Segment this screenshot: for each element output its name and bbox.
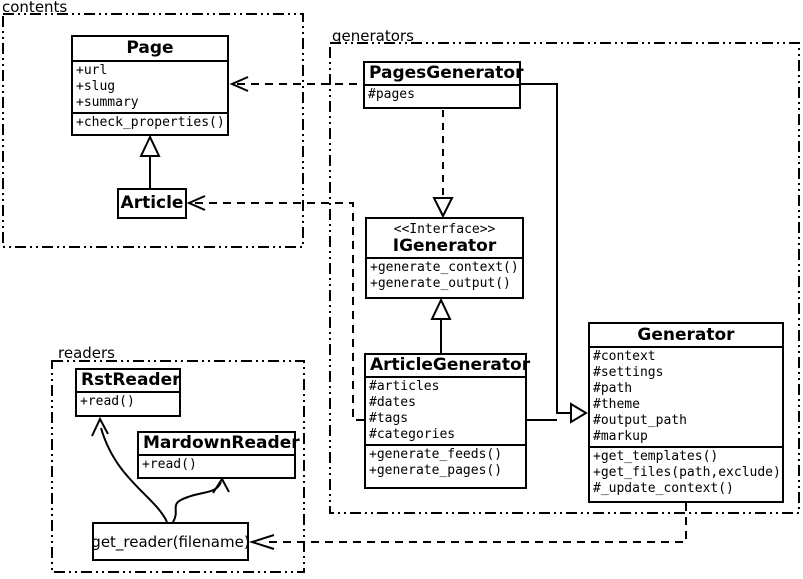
class-article-title: Article — [120, 193, 184, 213]
attribute: +url — [76, 63, 108, 78]
class-mardownreader-title: MardownReader — [143, 433, 300, 453]
function-get-reader-label: get_reader(filename) — [91, 532, 250, 551]
class-generator-attributes: #context #settings #path #theme #output_… — [590, 346, 782, 446]
dependency-articlegenerator-to-article — [194, 202, 364, 421]
flow-getreader-to-mardownreader — [172, 481, 222, 523]
package-label-readers: readers — [58, 344, 115, 362]
method: +generate_context() — [370, 260, 519, 275]
class-generator-methods: +get_templates() +get_files(path,exclude… — [590, 446, 782, 498]
method: +get_files(path,exclude) — [593, 465, 781, 480]
method: +generate_output() — [370, 276, 511, 291]
function-get-reader: get_reader(filename) — [91, 522, 250, 561]
class-articlegenerator-attributes: #articles #dates #tags #categories — [366, 376, 525, 444]
class-generator-title: Generator — [637, 325, 735, 345]
class-mardownreader: MardownReader +read() — [137, 431, 300, 479]
class-page: Page +url +slug +summary +check_properti… — [71, 35, 229, 136]
method: +read() — [80, 394, 135, 409]
generalization-triangle-igenerator — [430, 297, 452, 320]
realization-triangle-igenerator — [432, 197, 454, 219]
package-border-generators — [329, 42, 800, 514]
class-articlegenerator-title: ArticleGenerator — [370, 355, 531, 375]
package-border-readers — [51, 360, 305, 573]
class-pagesgenerator-attributes: #pages — [365, 84, 519, 104]
attribute: #settings — [593, 365, 664, 380]
class-pagesgenerator: PagesGenerator #pages — [363, 61, 524, 109]
class-igenerator: <<Interface>> IGenerator +generate_conte… — [365, 217, 524, 299]
class-page-attributes: +url +slug +summary — [73, 60, 227, 112]
attribute: #dates — [369, 395, 416, 410]
class-page-title: Page — [126, 38, 174, 58]
class-igenerator-title: IGenerator — [392, 236, 497, 256]
class-pagesgenerator-title: PagesGenerator — [369, 63, 524, 83]
class-articlegenerator: ArticleGenerator #articles #dates #tags … — [364, 353, 531, 489]
method: +check_properties() — [76, 115, 225, 130]
attribute: #theme — [593, 397, 640, 412]
class-generator: Generator #context #settings #path #them… — [588, 322, 784, 503]
package-label-contents: contents — [2, 0, 68, 16]
class-rstreader-title: RstReader — [81, 370, 181, 390]
attribute: #output_path — [593, 413, 687, 428]
dependency-generator-to-getreader — [263, 503, 687, 543]
package-label-generators: generators — [332, 27, 414, 45]
class-mardownreader-methods: +read() — [139, 454, 294, 474]
arrowhead-article — [186, 195, 206, 211]
class-article: Article — [117, 188, 187, 219]
method: +get_templates() — [593, 449, 719, 464]
attribute: #tags — [369, 411, 409, 426]
attribute: #path — [593, 381, 633, 396]
attribute: #categories — [369, 427, 456, 442]
generalization-triangle-page — [139, 134, 161, 157]
arrowhead-mardownreader — [212, 477, 230, 494]
generalization-triangle-generator — [570, 402, 588, 424]
class-rstreader-methods: +read() — [77, 391, 179, 411]
attribute: +summary — [76, 95, 139, 110]
package-border-contents — [2, 13, 304, 248]
method: #_update_context() — [593, 481, 734, 496]
method: +read() — [142, 457, 197, 472]
attribute: #markup — [593, 429, 648, 444]
arrowhead-getreader — [248, 534, 275, 550]
attribute: #context — [593, 349, 656, 364]
attribute: #articles — [369, 379, 440, 394]
class-page-methods: +check_properties() — [73, 112, 227, 132]
arrowhead-page — [229, 76, 249, 92]
flow-getreader-to-rstreader — [100, 427, 168, 523]
method: +generate_pages() — [369, 463, 503, 478]
class-articlegenerator-methods: +generate_feeds() +generate_pages() — [366, 444, 525, 480]
class-rstreader: RstReader +read() — [75, 368, 181, 417]
class-igenerator-stereotype: <<Interface>> — [393, 222, 496, 237]
attribute: #pages — [368, 87, 415, 102]
generalization-pagesgenerator-to-generator — [521, 83, 571, 414]
attribute: +slug — [76, 79, 116, 94]
arrowhead-rstreader — [91, 416, 109, 437]
class-igenerator-methods: +generate_context() +generate_output() — [367, 257, 522, 293]
method: +generate_feeds() — [369, 447, 503, 462]
